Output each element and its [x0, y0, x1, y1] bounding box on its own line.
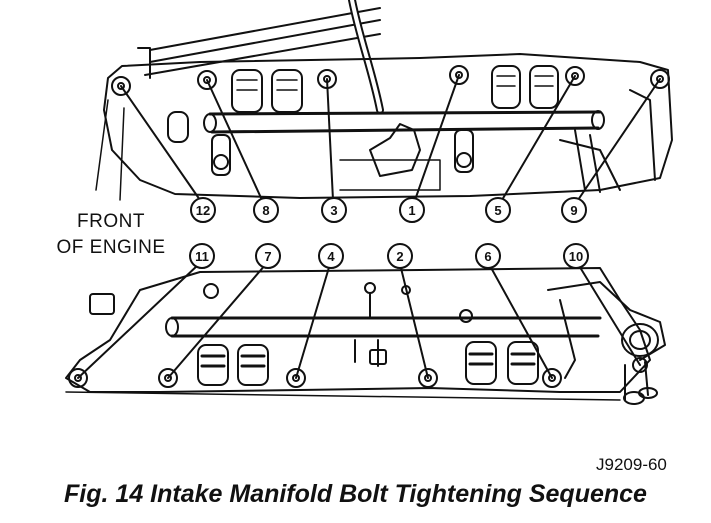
bolt-badge-5: 5: [485, 197, 511, 223]
bolt-badge-4: 4: [318, 243, 344, 269]
bolt-number: 2: [396, 249, 403, 264]
top-bolt-badges: 12 8 3 1 5 9: [190, 197, 587, 223]
bolt-badge-12: 12: [190, 197, 216, 223]
bolt-number: 9: [570, 203, 577, 218]
bolt-badge-7: 7: [255, 243, 281, 269]
bolt-badge-3: 3: [321, 197, 347, 223]
lower-manifold-drawing: [65, 267, 666, 405]
bolt-number: 4: [327, 249, 335, 264]
bolt-number: 8: [262, 203, 269, 218]
bolt-badge-10: 10: [563, 243, 589, 269]
bolt-badge-8: 8: [253, 197, 279, 223]
bolt-badge-6: 6: [475, 243, 501, 269]
front-of-engine-label-line2: OF ENGINE: [56, 237, 166, 258]
figure-code: J9209-60: [596, 455, 667, 474]
upper-manifold-drawing: [95, 0, 673, 201]
front-of-engine-label-line1: FRONT: [77, 211, 145, 232]
bottom-bolt-badges: 11 7 4 2 6 10: [189, 243, 589, 269]
bolt-number: 1: [408, 203, 415, 218]
bolt-number: 3: [330, 203, 337, 218]
bolt-number: 6: [484, 249, 491, 264]
bolt-number: 5: [494, 203, 501, 218]
bolt-number: 11: [195, 249, 209, 264]
leader-lines: [77, 74, 661, 379]
bolt-number: 10: [569, 249, 583, 264]
bolt-badge-2: 2: [387, 243, 413, 269]
bolt-badge-9: 9: [561, 197, 587, 223]
bolt-number: 7: [264, 249, 271, 264]
bolt-badge-11: 11: [189, 243, 215, 269]
figure-caption: Fig. 14 Intake Manifold Bolt Tightening …: [64, 480, 647, 508]
bolt-badge-1: 1: [399, 197, 425, 223]
bolt-number: 12: [196, 203, 210, 218]
